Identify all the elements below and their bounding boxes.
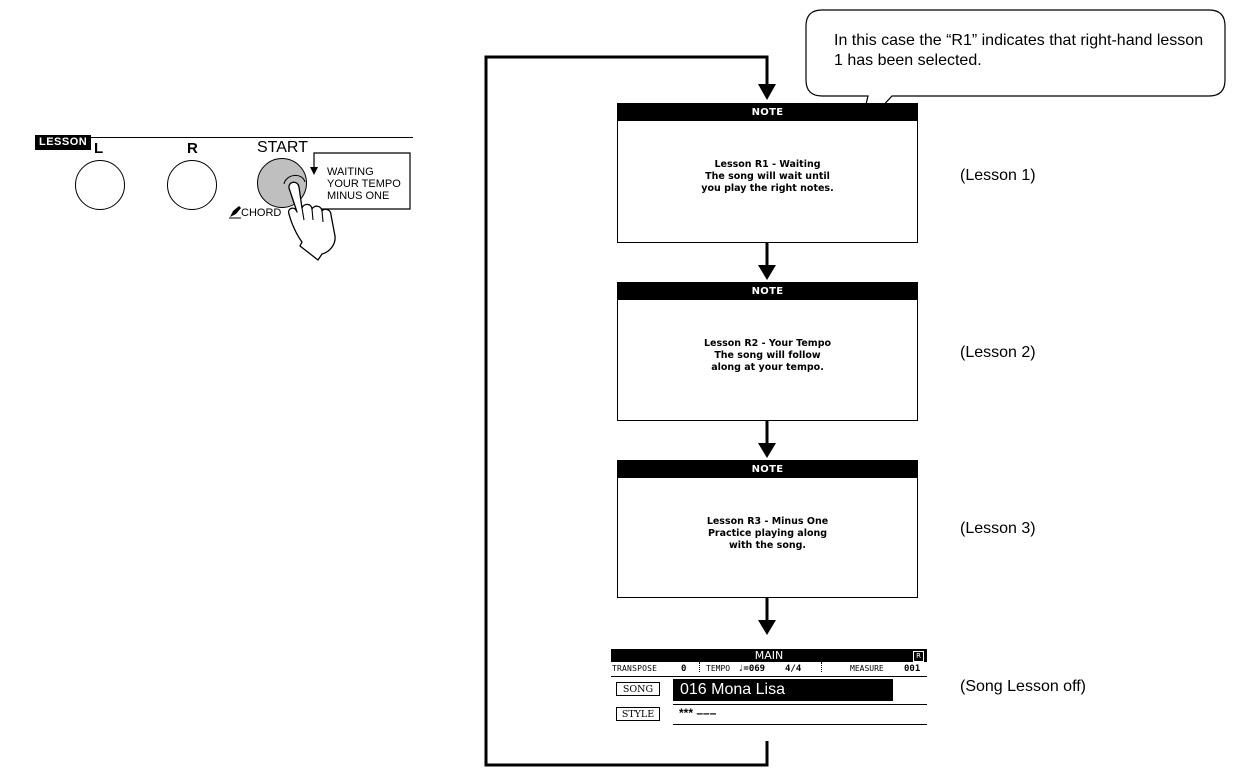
- screen-message: Lesson R2 - Your Tempo The song will fol…: [618, 338, 917, 374]
- right-hand-badge: R: [913, 651, 924, 662]
- screen-line: The song will wait until: [705, 171, 830, 182]
- lesson-3-caption: (Lesson 3): [960, 520, 1036, 537]
- measure-value: 001: [904, 664, 921, 674]
- note-screen-lesson-2: NOTE Lesson R2 - Your Tempo The song wil…: [617, 282, 918, 421]
- transpose-value: 0: [681, 664, 687, 674]
- note-screen-lesson-1: NOTE Lesson R1 - Waiting The song will w…: [617, 103, 918, 243]
- screen-line: The song will follow: [714, 350, 821, 361]
- screen-message: Lesson R3 - Minus One Practice playing a…: [618, 516, 917, 552]
- button-l-label: L: [94, 140, 104, 157]
- time-signature: 4/4: [785, 664, 802, 674]
- song-lesson-off-caption: (Song Lesson off): [960, 678, 1087, 695]
- main-display-title: MAIN: [754, 649, 784, 662]
- start-button-label: START: [257, 139, 308, 156]
- screen-header: NOTE: [618, 461, 917, 478]
- pen-icon: [229, 206, 241, 219]
- song-box-label: SONG: [616, 682, 660, 696]
- screen-line: Lesson R2 - Your Tempo: [703, 338, 832, 349]
- mode-minus-one: MINUS ONE: [327, 190, 390, 202]
- lesson-l-button[interactable]: [75, 160, 125, 210]
- lesson-2-caption: (Lesson 2): [960, 344, 1036, 361]
- measure-label: MEASURE: [850, 664, 884, 673]
- screen-line: along at your tempo.: [711, 362, 824, 373]
- lesson-r-button[interactable]: [167, 160, 217, 210]
- status-bar: TRANSPOSE 0 TEMPO ♩=069 4/4 MEASURE 001: [611, 662, 927, 677]
- tempo-value: ♩=069: [738, 664, 766, 674]
- screen-line: Lesson R1 - Waiting: [714, 159, 821, 170]
- mode-waiting: WAITING: [327, 166, 374, 178]
- style-name: *** –––: [679, 706, 717, 720]
- panel-divider: [35, 137, 413, 138]
- transpose-label: TRANSPOSE: [612, 664, 658, 673]
- main-display: MAIN R TRANSPOSE 0 TEMPO ♩=069 4/4 MEASU…: [611, 649, 927, 730]
- style-box-label: STYLE: [616, 707, 660, 721]
- display-rule: [673, 724, 927, 725]
- main-display-header: MAIN R: [611, 649, 927, 662]
- screen-header: NOTE: [618, 104, 917, 121]
- screen-line: with the song.: [728, 540, 807, 551]
- screen-message: Lesson R1 - Waiting The song will wait u…: [618, 159, 917, 195]
- lesson-1-caption: (Lesson 1): [960, 167, 1036, 184]
- status-divider: [699, 662, 700, 672]
- tempo-label: TEMPO: [706, 664, 731, 673]
- button-r-label: R: [187, 140, 198, 157]
- pressing-hand-icon: [283, 175, 336, 261]
- screen-header: NOTE: [618, 283, 917, 300]
- note-screen-lesson-3: NOTE Lesson R3 - Minus One Practice play…: [617, 460, 918, 598]
- mode-your-tempo: YOUR TEMPO: [327, 178, 401, 190]
- screen-line: Lesson R3 - Minus One: [706, 516, 829, 527]
- display-rule: [673, 704, 927, 705]
- song-name: 016 Mona Lisa: [673, 679, 893, 701]
- mode-bracket: [310, 152, 411, 210]
- lesson-section-label: LESSON: [35, 135, 92, 150]
- screen-line: Practice playing along: [707, 528, 828, 539]
- status-divider: [821, 662, 822, 672]
- callout-text: In this case the “R1” indicates that rig…: [834, 32, 1204, 69]
- chord-label: CHORD: [241, 207, 282, 219]
- screen-line: you play the right notes.: [701, 183, 834, 194]
